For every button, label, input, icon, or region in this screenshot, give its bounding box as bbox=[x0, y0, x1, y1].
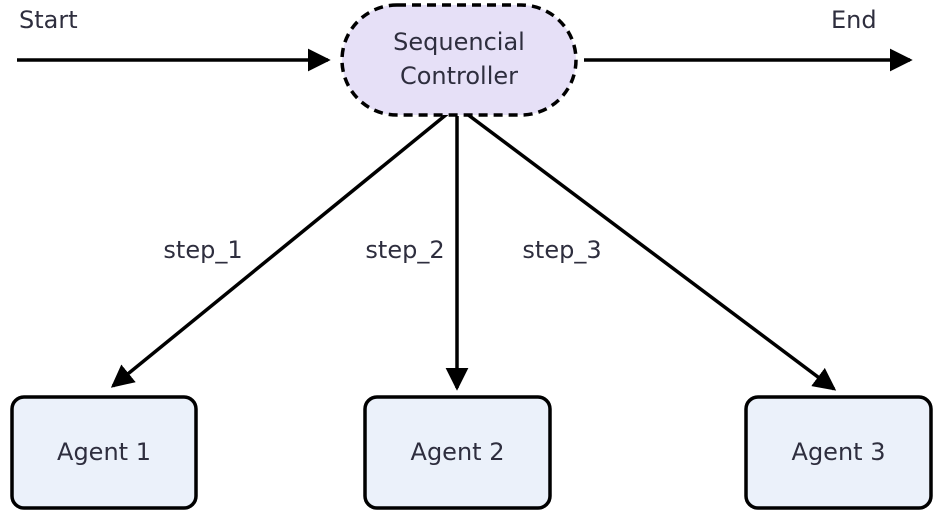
edge-controller-to-agent1 bbox=[110, 112, 449, 388]
agent2-node-label: Agent 2 bbox=[410, 437, 505, 466]
edge-label-step2: step_2 bbox=[365, 236, 445, 264]
agent3-node-label: Agent 3 bbox=[791, 437, 886, 466]
agent2-node-shape bbox=[363, 395, 552, 510]
agent1-node-shape bbox=[10, 395, 198, 510]
edge-controller-to-agent3 bbox=[465, 112, 837, 391]
edge-label-step3: step_3 bbox=[522, 236, 602, 264]
agent1-node-label: Agent 1 bbox=[57, 437, 151, 466]
start-label: Start bbox=[19, 6, 78, 34]
edge-label-step1: step_1 bbox=[163, 236, 243, 264]
controller-node-shape bbox=[340, 3, 578, 117]
controller-node-label: Sequencial Controller bbox=[393, 28, 525, 90]
agent3-node-shape bbox=[744, 395, 933, 510]
end-label: End bbox=[831, 6, 877, 34]
